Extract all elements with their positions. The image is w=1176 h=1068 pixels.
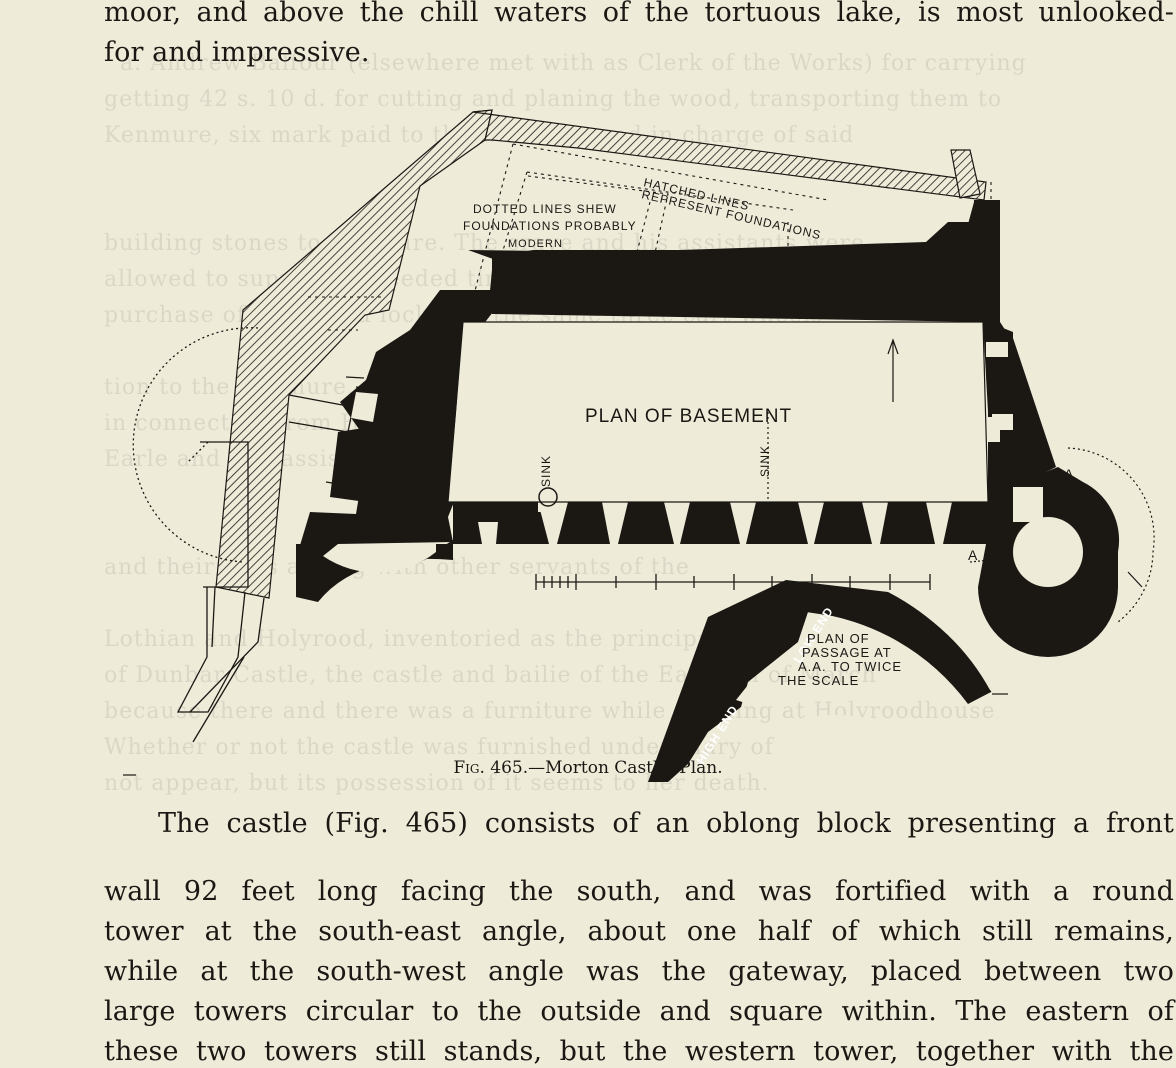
caption-prefix: Fig. 465. xyxy=(453,758,529,778)
scale-bar xyxy=(535,574,931,590)
label-sink-right: SINK xyxy=(758,445,772,477)
label-marker-a-right: A xyxy=(1064,466,1074,482)
round-tower-outlines xyxy=(1067,447,1155,623)
label-dotted-3: MODERN xyxy=(508,238,563,250)
label-passage-1: PLAN OF xyxy=(807,631,870,646)
text-line-top-2: for and impressive. xyxy=(104,37,370,68)
passage-plan xyxy=(648,580,1008,782)
label-passage-4: THE SCALE xyxy=(778,673,859,688)
caption-text: —Morton Castle. Plan. xyxy=(528,758,723,778)
label-dotted-2: FOUNDATIONS PROBABLY xyxy=(463,219,637,233)
text-line-body-3: tower at the south-east angle, about one… xyxy=(104,916,1174,947)
figure-caption: Fig. 465.—Morton Castle. Plan. xyxy=(0,755,1176,781)
text-line-body-6: these two towers still stands, but the w… xyxy=(104,1036,1174,1067)
hatched-foundation-walls xyxy=(215,109,987,599)
room-outline xyxy=(345,321,989,507)
text-line-body-1: The castle (Fig. 465) consists of an obl… xyxy=(158,808,1174,839)
label-marker-a-bottom: A xyxy=(968,547,978,563)
label-passage-3: A.A. TO TWICE xyxy=(798,659,902,674)
label-plan-of-basement: PLAN OF BASEMENT xyxy=(585,406,792,427)
label-dotted-1: DOTTED LINES SHEW xyxy=(473,202,617,216)
section-line-markers xyxy=(123,467,1071,776)
label-passage-2: PASSAGE AT xyxy=(802,645,892,660)
text-line-body-4: while at the south-west angle was the ga… xyxy=(104,956,1174,987)
wall-cutouts xyxy=(323,322,1083,587)
castle-plan-figure: HATCHED LINES REPRESENT FOUNDATIONS DOTT… xyxy=(123,109,1155,782)
text-line-body-2: wall 92 feet long facing the south, and … xyxy=(104,876,1174,907)
label-sink-left: SINK xyxy=(539,455,553,487)
text-line-top-1: moor, and above the chill waters of the … xyxy=(104,0,1174,28)
text-line-body-5: large towers circular to the outside and… xyxy=(104,996,1174,1027)
